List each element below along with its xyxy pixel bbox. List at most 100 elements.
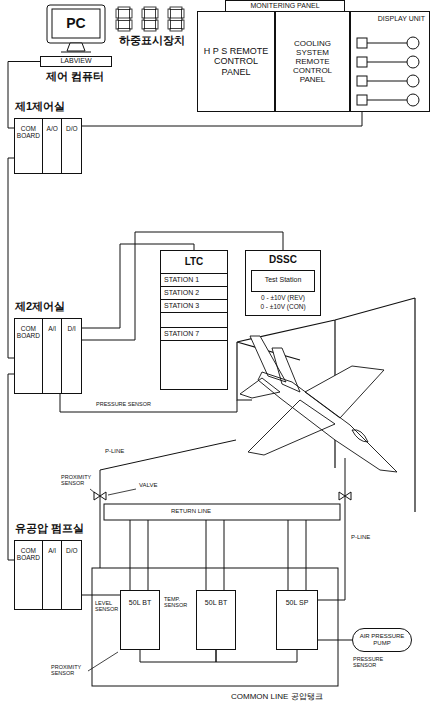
indicator-lamp — [407, 56, 419, 68]
monitor-stand — [61, 43, 91, 52]
node-text: COM BOARD — [15, 319, 42, 393]
sensor-label: PRESSURE SENSOR — [95, 401, 152, 407]
node-text: AIR PRESSURE PUMP — [353, 632, 411, 648]
indicator-lamp — [407, 94, 419, 106]
node-text: H P S REMOTE CONTROL PANEL — [202, 46, 270, 77]
oil-tank: 50L SP — [276, 590, 318, 650]
display-segment — [116, 9, 119, 18]
signal-wire — [82, 595, 120, 596]
node-text: STATION 3 — [161, 300, 227, 313]
node-text: DISPLAY UNIT — [351, 12, 429, 23]
display-segment — [156, 9, 159, 18]
node-text: COM BOARD — [15, 541, 42, 609]
node-text: D/O — [61, 119, 81, 173]
indicator-wire — [367, 81, 407, 82]
node-text: Test Station — [263, 276, 304, 284]
return-pipe — [104, 504, 340, 520]
display-segment — [144, 29, 156, 32]
tank-pipe — [130, 520, 306, 590]
node-text: STATION 7 — [161, 327, 227, 341]
sensor-label: PROXIMITY SENSOR — [60, 474, 94, 487]
disp-graphic — [351, 12, 429, 111]
control-panel: COOLING SYSTEM REMOTE CONTROL PANEL — [275, 11, 350, 112]
oil-tank: 50L BT — [120, 590, 160, 650]
display-segment — [182, 20, 185, 29]
display-segment — [182, 9, 185, 18]
display-segment — [156, 20, 159, 29]
node-text: 하중표시장치 — [110, 4, 194, 47]
node-text: D/O — [61, 541, 81, 609]
sensor-label: PROXIMITY SENSOR — [50, 664, 88, 677]
node-text: A/I — [42, 541, 62, 609]
node-text: D/I — [61, 319, 81, 393]
oil-tank: 50L BT — [196, 590, 236, 650]
software-box: LABVIEW — [40, 56, 112, 67]
display-segment — [170, 29, 182, 32]
room-label: 제어 컴퓨터 — [45, 70, 105, 83]
pressure-line — [318, 458, 345, 600]
display-segment — [118, 29, 130, 32]
room-label: 제2제어실 — [14, 300, 66, 313]
display-segment — [170, 18, 182, 21]
display-segment — [168, 9, 171, 18]
node-text: DSSC — [269, 251, 297, 269]
sensor-label: TEMP. SENSOR — [163, 596, 194, 609]
display-segment — [130, 9, 133, 18]
com-board: COM BOARDA/ID/O — [14, 540, 82, 610]
signal-wire — [140, 650, 216, 662]
signal-wire — [216, 650, 297, 662]
display-segment — [118, 7, 130, 10]
aircraft-figure — [240, 336, 397, 472]
sensor-wire — [60, 394, 237, 412]
display-segment — [142, 9, 145, 18]
load-display: 하중표시장치 — [110, 4, 194, 48]
indicator-wire — [367, 62, 407, 63]
sensor-label: LEVEL SENSOR — [94, 600, 118, 613]
node-text: 50L SP — [277, 591, 317, 607]
display-unit: DISPLAY UNIT — [350, 11, 430, 112]
signal-wire — [318, 640, 352, 641]
dssc-controller: DSSC 0 - ±10V (REV) 0 - ±10V (CON) Test Sta… — [245, 250, 321, 316]
display-segment — [142, 20, 145, 29]
line-label: P-LINE — [104, 448, 125, 455]
display-segment — [170, 7, 182, 10]
valve-symbol — [94, 492, 351, 500]
node-text: 0 - ±10V (REV) — [261, 294, 305, 301]
sensor-label: PRESSURE SENSOR — [352, 656, 396, 669]
com-board: COM BOARDA/OD/O — [14, 118, 82, 174]
tank-enclosure — [92, 568, 338, 686]
indicator-lamp — [407, 75, 419, 87]
indicator-square — [357, 38, 367, 48]
computer-monitor: PC — [45, 4, 107, 54]
indicator-lamp — [407, 37, 419, 49]
node-text: COOLING SYSTEM REMOTE CONTROL PANEL — [280, 39, 345, 85]
display-segment — [168, 20, 171, 29]
indicator-square — [357, 76, 367, 86]
node-text: PC — [45, 4, 107, 31]
room-label: 제1제어실 — [14, 100, 66, 113]
room-label: 유공압 펌프실 — [14, 522, 85, 535]
node-text: COM BOARD — [15, 119, 42, 173]
indicator-wire — [367, 100, 407, 101]
indicator-square — [357, 95, 367, 105]
control-panel: H P S REMOTE CONTROL PANEL — [197, 11, 275, 112]
node-text: LABVIEW — [57, 57, 94, 65]
ltc-controller: LTCSTATION 1STATION 2STATION 3STATION 7 — [160, 250, 228, 390]
display-segment — [130, 20, 133, 29]
com-board: COM BOARDA/ID/I — [14, 318, 82, 394]
node-text: 0 - ±10V (CON) — [260, 303, 305, 310]
node-text: A/I — [42, 319, 62, 393]
display-segment — [144, 18, 156, 21]
test-frame — [237, 298, 415, 512]
node-text: A/O — [42, 119, 62, 173]
line-label: RETURN LINE — [170, 508, 212, 515]
display-segment — [144, 7, 156, 10]
monitoring-panel: MONITERING PANELH P S REMOTE CONTROL PAN… — [197, 0, 430, 112]
display-segment — [116, 20, 119, 29]
node-text: STATION 1 — [161, 274, 227, 287]
air-pump: AIR PRESSURE PUMP — [352, 628, 412, 652]
node-text: 50L BT — [197, 591, 235, 607]
node-text: STATION 2 — [161, 287, 227, 300]
signal-wire — [82, 112, 362, 126]
indicator-square — [357, 57, 367, 67]
